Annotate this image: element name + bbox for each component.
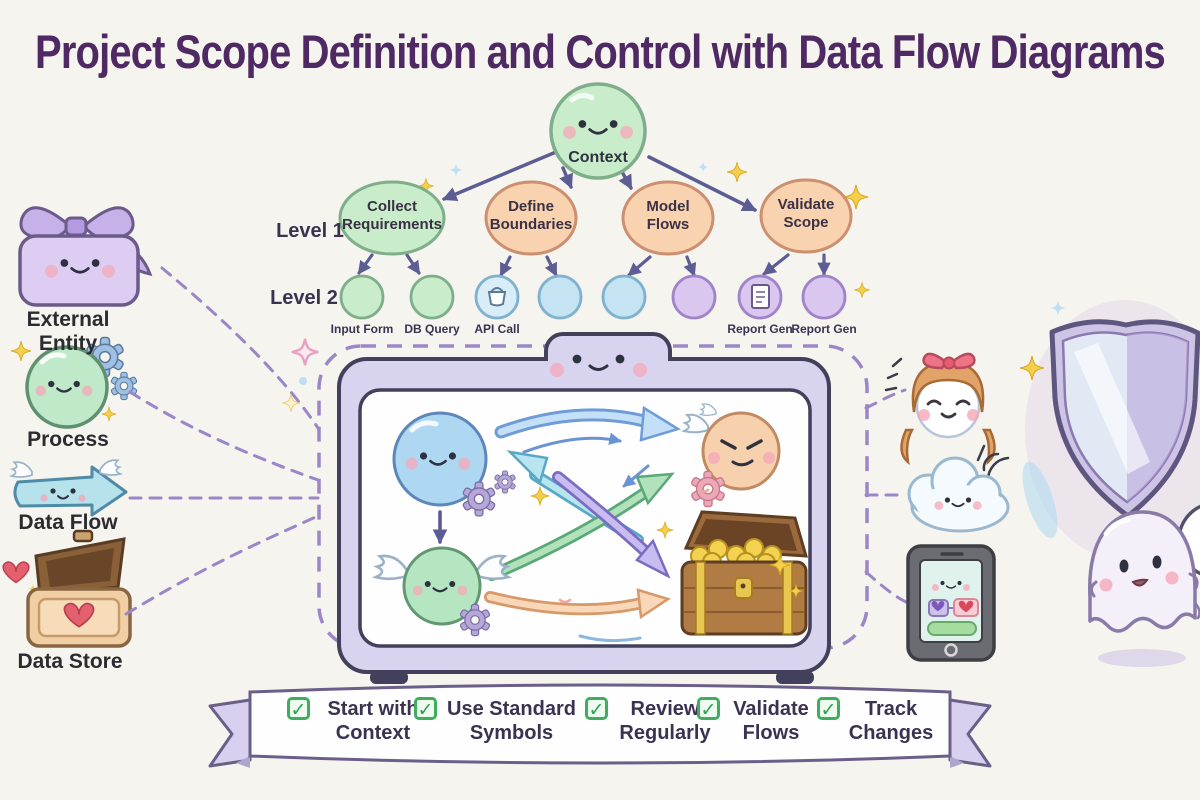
girl-happy-face-icon [918, 399, 979, 421]
ghost-face-icon [1099, 555, 1179, 592]
pink-sparkle [290, 337, 320, 367]
blue-dot-sparkle [299, 377, 307, 385]
phone-home-button [944, 643, 958, 657]
node-collect-requirements [338, 180, 446, 256]
right-connectors [864, 388, 908, 604]
legend-label-process: Process [27, 428, 109, 451]
checklist-item: ✓ Review Regularly [585, 697, 715, 746]
legend-connectors [124, 266, 320, 616]
checklist-label: Track Changes [848, 698, 934, 745]
level2-nodes [339, 274, 847, 320]
level1-caption: Level 1 [276, 220, 344, 242]
checklist-label: Review Regularly [619, 698, 711, 745]
small-sparkle [281, 393, 301, 413]
screen-blue-process [392, 411, 517, 517]
level1-node-label: Collect Requirements [342, 198, 443, 233]
api-call-icon [487, 287, 507, 307]
shield-icon [1019, 300, 1200, 560]
device-face-icon [550, 354, 647, 377]
legend-data-store-icon [2, 529, 132, 648]
screen-green-process [374, 546, 510, 637]
report-doc-icon [751, 284, 770, 309]
context-node [549, 82, 647, 180]
phone-green-button [927, 621, 977, 636]
phone-heart-cards-icon [928, 598, 979, 617]
cloud-character-icon [907, 444, 1010, 533]
level2-node-label: Report Gen [727, 322, 793, 336]
level1-node-label: Model Flows [646, 198, 690, 233]
screen-peach-process [683, 403, 781, 508]
screen-dfd-scene [374, 403, 809, 643]
node-validate-scope [759, 178, 853, 254]
level2-node-label: API Call [474, 322, 520, 336]
node-input-form [339, 274, 385, 320]
checklist-item: ✓ Start with Context [287, 697, 429, 746]
node-blue-2 [601, 274, 647, 320]
checkbox-icon: ✓ [287, 697, 310, 721]
legend-process-icon [10, 336, 138, 429]
checkbox-icon: ✓ [414, 697, 437, 721]
ghost-character-icon [1088, 504, 1200, 667]
girl-bow-icon [922, 352, 976, 370]
legend-label-external-entity: External Entity [26, 308, 110, 355]
checklist-item: ✓ Validate Flows [697, 697, 815, 746]
checklist-item: ✓ Use Standard Symbols [414, 697, 579, 746]
pink-dash-sparkles [558, 488, 710, 604]
checklist-label: Start with Context [327, 698, 419, 745]
node-model-flows [621, 180, 715, 256]
screen-treasure-chest-icon [680, 510, 809, 636]
checklist-label: Validate Flows [733, 698, 809, 745]
node-define-boundaries [484, 180, 578, 256]
node-blue-1 [537, 274, 583, 320]
level1-node-label: Define Boundaries [489, 198, 573, 233]
phone-character-icon [906, 544, 996, 662]
angry-face-icon [708, 439, 775, 467]
page-title: Project Scope Definition and Control wit… [35, 25, 1166, 78]
node-report-gen-2 [801, 274, 847, 320]
checkbox-icon: ✓ [697, 697, 720, 721]
screen-flow-arrows [484, 405, 682, 643]
level1-node-label: Validate Scope [777, 196, 835, 231]
level1-to-level2-arrows [357, 253, 831, 277]
legend-label-data-store: Data Store [17, 650, 123, 673]
level1-nodes [338, 178, 853, 256]
level2-node-label: Report Gen [791, 322, 857, 336]
node-db-query [409, 274, 455, 320]
level2-caption: Level 2 [270, 287, 338, 309]
legend-data-flow-icon [10, 459, 128, 517]
checkbox-icon: ✓ [585, 697, 608, 721]
legend-external-entity-icon [18, 206, 153, 307]
node-purple-1 [671, 274, 717, 320]
checkbox-icon: ✓ [817, 697, 840, 721]
checklist-item: ✓ Track Changes [817, 697, 935, 746]
checklist-label: Use Standard Symbols [447, 698, 576, 745]
girl-character-icon [884, 352, 996, 466]
context-node-label: Context [568, 149, 628, 166]
legend-label-data-flow: Data Flow [18, 511, 118, 534]
level2-node-label: DB Query [404, 322, 460, 336]
level2-node-label: Input Form [330, 322, 394, 336]
